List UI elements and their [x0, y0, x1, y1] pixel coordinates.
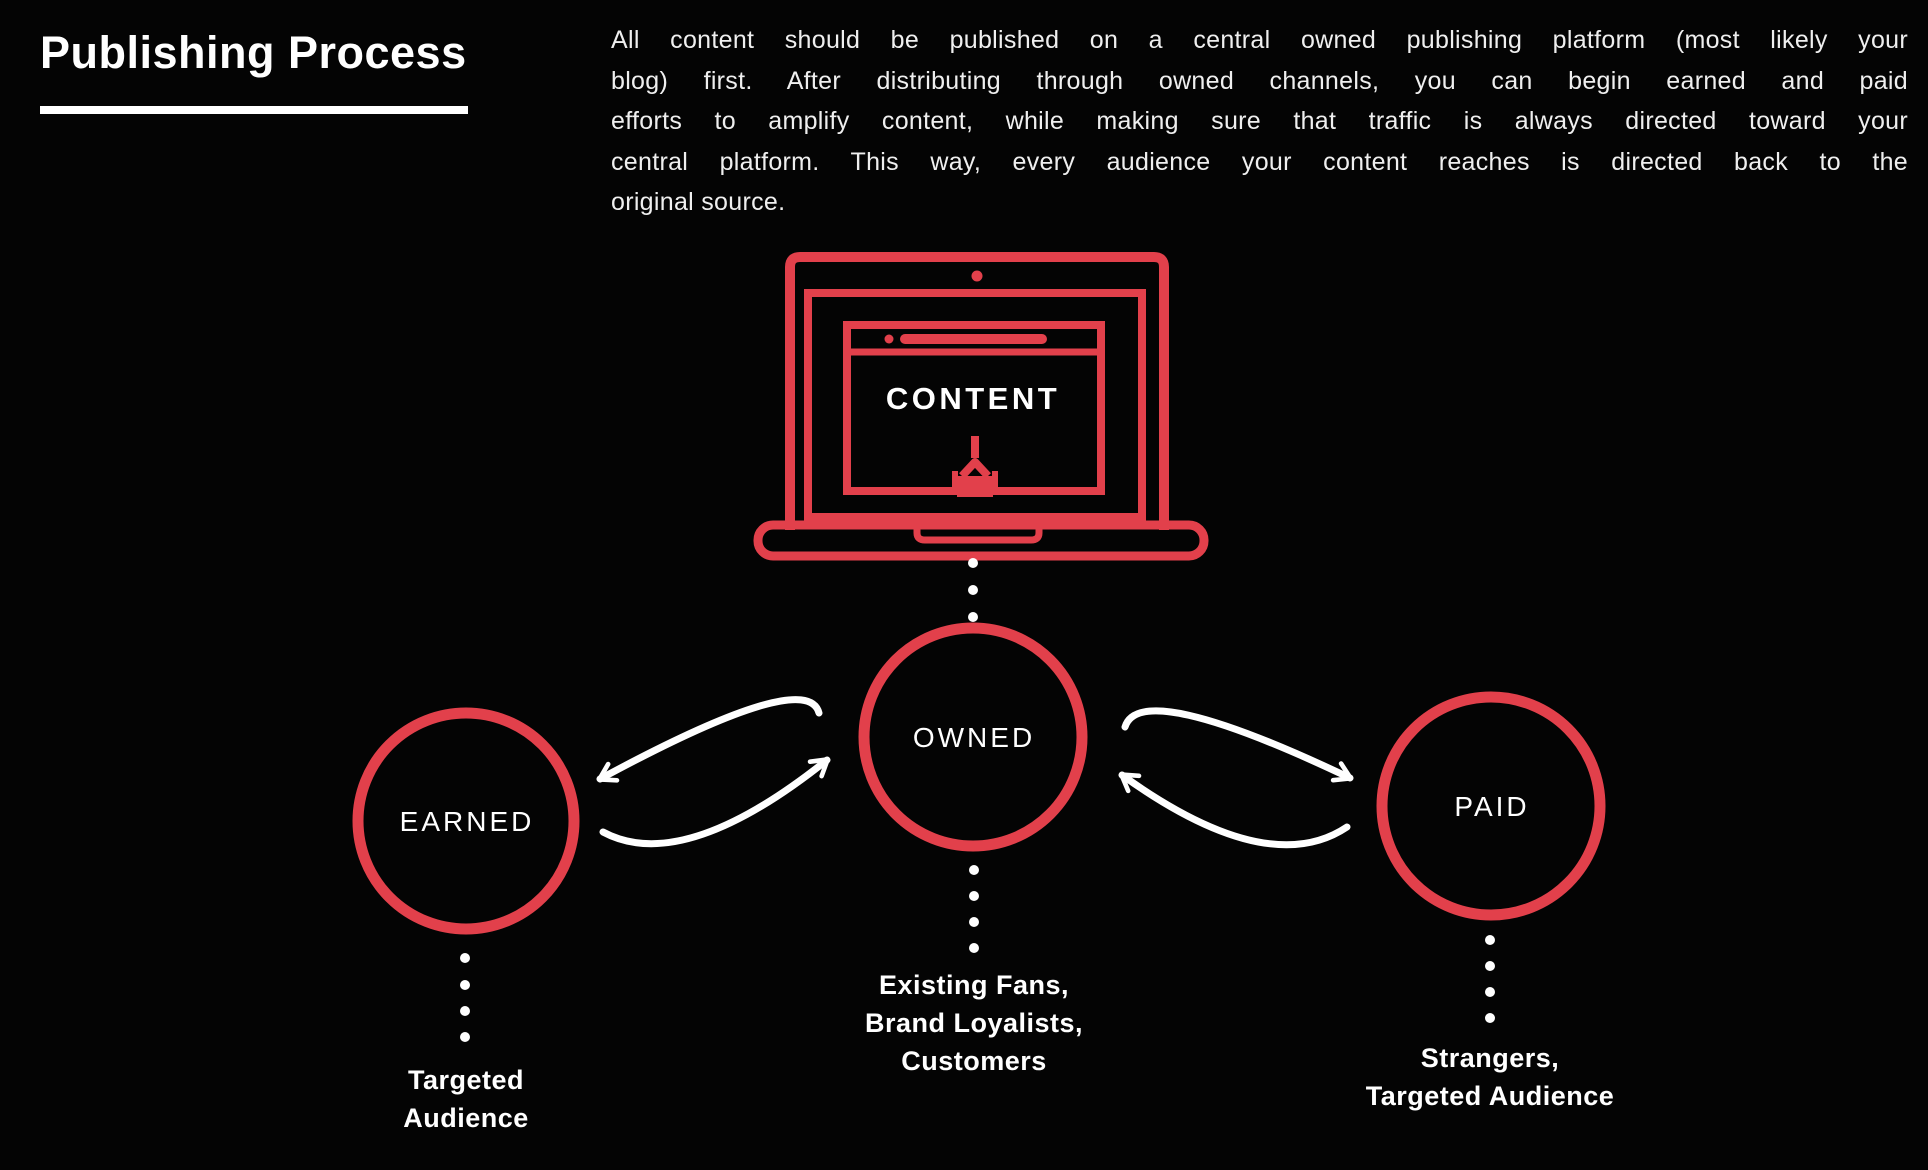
audience-line: Audience	[403, 1103, 529, 1133]
audience-line: Targeted	[407, 1065, 525, 1095]
title-underline	[40, 106, 468, 114]
exchange-arrows-owned-paid	[1118, 707, 1354, 849]
owned-circle	[858, 622, 1088, 852]
laptop-icon	[753, 252, 1209, 561]
dotted-connector-owned-audience	[969, 865, 979, 953]
dotted-connector-paid-audience	[1485, 935, 1495, 1023]
paid-circle	[1376, 691, 1606, 921]
dotted-connector-earned-audience	[460, 953, 470, 1042]
audience-line: Customers	[901, 1046, 1047, 1076]
audience-line: Brand Loyalists,	[864, 1008, 1084, 1038]
audience-line: Targeted Audience	[1365, 1081, 1615, 1111]
intro-line: blog) first. After distributing through …	[611, 66, 1908, 95]
camera-dot-icon	[971, 270, 983, 282]
intro-line: efforts to amplify content, while making…	[611, 107, 1908, 135]
paid-audience-label: Strangers, Targeted Audience	[1366, 1039, 1615, 1115]
earned-circle-label: EARNED	[399, 806, 535, 837]
intro-line: central platform. This way, every audien…	[611, 147, 1908, 176]
owned-circle-label: OWNED	[912, 722, 1036, 753]
intro-line: All content should be published on a cen…	[611, 26, 1908, 54]
upload-icon	[952, 436, 998, 497]
page-title: Publishing Process	[40, 27, 467, 78]
audience-line: Existing Fans,	[878, 970, 1070, 1000]
paid-circle-label: PAID	[1454, 791, 1530, 822]
earned-audience-label: Targeted Audience	[403, 1061, 529, 1137]
exchange-arrows-earned-owned	[596, 696, 831, 848]
owned-audience-label: Existing Fans, Brand Loyalists, Customer…	[865, 966, 1083, 1080]
content-label: CONTENT	[885, 381, 1061, 416]
audience-line: Strangers,	[1420, 1043, 1560, 1073]
earned-circle	[352, 707, 580, 935]
dotted-connector-content-owned	[968, 558, 978, 622]
intro-paragraph: All content should be published on a cen…	[611, 20, 1908, 223]
intro-line: original source.	[611, 188, 786, 216]
